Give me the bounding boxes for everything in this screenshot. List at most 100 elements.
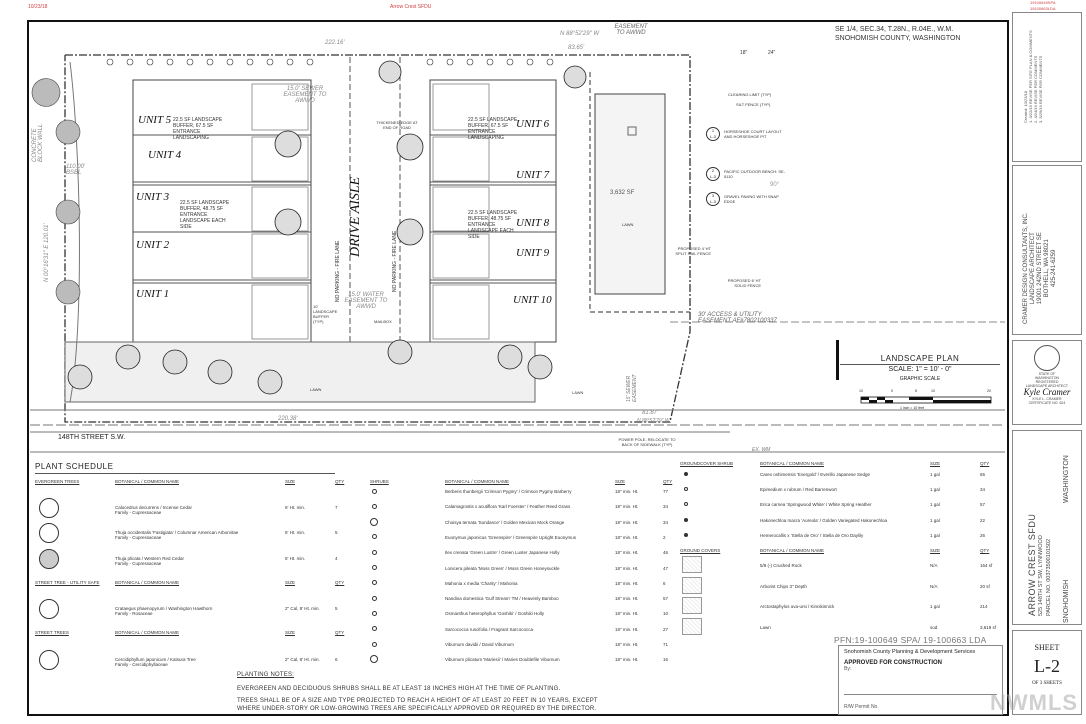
consultant-city: BOTHELL, WA 98021 xyxy=(1044,239,1050,298)
landscape-plan: UNIT 5 UNIT 4 UNIT 3 UNIT 2 UNIT 1 UNIT … xyxy=(30,22,1005,457)
plant-qty: 3,619 sf xyxy=(980,625,997,630)
groundcover-symbol-icon xyxy=(684,518,688,522)
schedule-header-qty: QTY xyxy=(980,461,990,466)
top-easement-label: EASEMENT TO AWWD xyxy=(614,24,648,36)
plan-title: LANDSCAPE PLAN xyxy=(840,354,1000,365)
unit-6-label: UNIT 6 xyxy=(516,118,550,130)
planting-note-2: TREES SHALL BE OF A SIZE AND TYPE PROJEC… xyxy=(237,698,598,704)
plant-family: Family - Cupressaceae xyxy=(115,561,162,566)
plant-qty: 4 xyxy=(335,556,338,561)
plot-spa: 19100649SPA xyxy=(1030,0,1056,5)
callout-1-num: 1 xyxy=(711,128,715,133)
shrub-symbol-icon xyxy=(371,503,377,509)
plant-size: 18" min. Ht. xyxy=(615,565,639,571)
plant-size: N/A xyxy=(930,563,938,568)
groundcover-pattern-swatch xyxy=(682,577,702,594)
plant-name: Hakonechloa macra 'Aureola' / Golden Var… xyxy=(760,518,887,523)
plant-name: Mahonia x media 'Charity' / Mahonia xyxy=(445,580,518,586)
unit-7-label: UNIT 7 xyxy=(516,169,550,181)
plant-size: 18" min. Ht. xyxy=(615,534,639,540)
sheet-block: SHEET L-2 OF 3 SHEETS xyxy=(1012,630,1082,715)
plant-name: Euonymus japonicus 'Greenspire' / Greens… xyxy=(445,534,577,540)
dim-top-right: 83.65' xyxy=(568,45,585,51)
plant-size: 1 gal xyxy=(930,604,940,609)
plant-qty: 34 xyxy=(980,487,986,492)
approval-agency: Snohomish County Planning & Development … xyxy=(844,649,976,655)
permit-label: R/W Permit No. xyxy=(844,704,879,710)
plant-name: Arctostaphylos uva-ursi / Kinnikinnick xyxy=(760,604,835,609)
project-name: ARROW CREST SFDU xyxy=(1027,513,1037,616)
unit-3-label: UNIT 3 xyxy=(136,191,170,203)
plant-qty: 2 xyxy=(663,534,666,540)
plant-size: 2" Cal, 8' Ht. min. xyxy=(285,657,320,662)
bearing-bottom: N 88°52'29" W xyxy=(637,418,670,424)
plant-size: 6' Ht. min. xyxy=(285,505,306,510)
groundcover-symbol-icon xyxy=(684,487,688,491)
plant-qty: 5 xyxy=(335,606,338,611)
pfn-number: PFN:19-100649 SPA/ 19-100663 LDA xyxy=(834,635,987,645)
consultant-phone: 425-241-6259 xyxy=(1051,249,1057,287)
lawn-label-bottom-2: LAWN xyxy=(572,390,584,395)
dim-top: 222.16' xyxy=(325,40,345,46)
scale-tick: 20 xyxy=(987,389,991,393)
plant-qty: 47 xyxy=(663,565,669,571)
groundcover-pattern-swatch xyxy=(682,556,702,573)
clearing-limit-label: CLEARING LIMIT (TYP) xyxy=(728,92,772,97)
plot-project: Arrow Crest SFDU xyxy=(390,4,432,10)
callout-2-sheet: L-3 xyxy=(710,174,716,179)
mailbox-label: MAILBOX xyxy=(374,319,392,324)
unit-8-label: UNIT 8 xyxy=(516,217,550,229)
plant-qty: 22 xyxy=(980,518,986,523)
plant-qty: 34 xyxy=(663,519,669,525)
lawn-label: LAWN xyxy=(622,222,634,227)
lawn-label-bottom-1: LAWN xyxy=(310,387,322,392)
plant-size: sod xyxy=(930,625,938,630)
plant-qty: 27 xyxy=(663,626,669,632)
planting-note-3: WHERE UNDER-STORY OR LOW-GROWING TREES A… xyxy=(237,706,597,712)
sewer-easement-15: 15' SEWER EASEMENT xyxy=(626,374,638,402)
schedule-header-category: SHRUBS xyxy=(370,479,389,484)
schedule-header-size: SIZE xyxy=(285,580,296,585)
schedule-header-qty: QTY xyxy=(335,630,345,635)
graphic-scale-bar xyxy=(860,396,992,404)
schedule-header-category: EVERGREEN TREES xyxy=(35,479,80,484)
plant-name: Osmanthus heterophyllus 'Goshiki' / Gosh… xyxy=(445,611,545,617)
plant-family: Family - Cupressaceae xyxy=(115,510,162,515)
plant-qty: 26 xyxy=(980,533,986,538)
plant-size: 1 gal xyxy=(930,502,940,507)
consultant-block: CRAMER DESIGN CONSULTANTS, INC. LANDSCAP… xyxy=(1012,165,1082,335)
plant-qty: 7 xyxy=(335,505,338,510)
location-line-2: SNOHOMISH COUNTY, WASHINGTON xyxy=(835,35,961,42)
project-info: ARROW CREST SFDU 525 148TH ST SW, LYNNWO… xyxy=(1027,514,1053,616)
plant-size: 18" min. Ht. xyxy=(615,504,639,510)
nwmls-watermark: NWMLS xyxy=(990,690,1079,715)
callout-3-text: GRAVEL PAVING WITH SNAP EDGE xyxy=(724,194,779,204)
plant-name: Viburnum davidii / David Viburnum xyxy=(445,642,514,647)
plant-size: 18" min. Ht. xyxy=(615,580,639,586)
plant-name: Arborist Chips 3" Depth xyxy=(760,584,807,589)
plant-name: Thuja occidentalis 'Fastigiata' / Column… xyxy=(115,530,239,535)
plant-schedule-title: PLANT SCHEDULE xyxy=(35,462,114,471)
shrub-symbol-icon xyxy=(370,655,378,664)
buffer-note-unit-3: 22.5 SF LANDSCAPE BUFFER, 48.75 SF ENTRA… xyxy=(180,200,230,230)
consultant-role: LANDSCAPE ARCHITECT xyxy=(1030,232,1036,305)
plant-size: 1 gal xyxy=(930,518,940,523)
county-name: SNOHOMISH xyxy=(1063,579,1070,623)
plant-name: 5/8 (-) Crushed Rock xyxy=(760,563,802,568)
schedule-header-category: GROUND COVERS xyxy=(680,548,721,553)
scale-note: 1 inch = 10 feet xyxy=(900,406,925,410)
dim-24: 24" xyxy=(768,50,776,56)
plant-size: 18" min. Ht. xyxy=(615,596,639,602)
bsbl-label: 110.00' BSBL xyxy=(66,164,86,176)
shrub-symbol-icon xyxy=(371,610,377,616)
plant-name: Viburnum plicatum 'Mariesii' / Maries Do… xyxy=(445,657,560,663)
state-name: WASHINGTON xyxy=(1063,455,1070,503)
plant-name: Crataegus phaenopyrum / Washington Hawth… xyxy=(115,606,213,611)
callout-1-sheet: L-3 xyxy=(710,134,716,139)
plant-name: Lonicera pileata 'Moss Green' / Moss Gre… xyxy=(445,565,560,571)
tree-symbol-icon xyxy=(39,549,59,569)
schedule-header-name: BOTANICAL / COMMON NAME xyxy=(115,580,180,585)
